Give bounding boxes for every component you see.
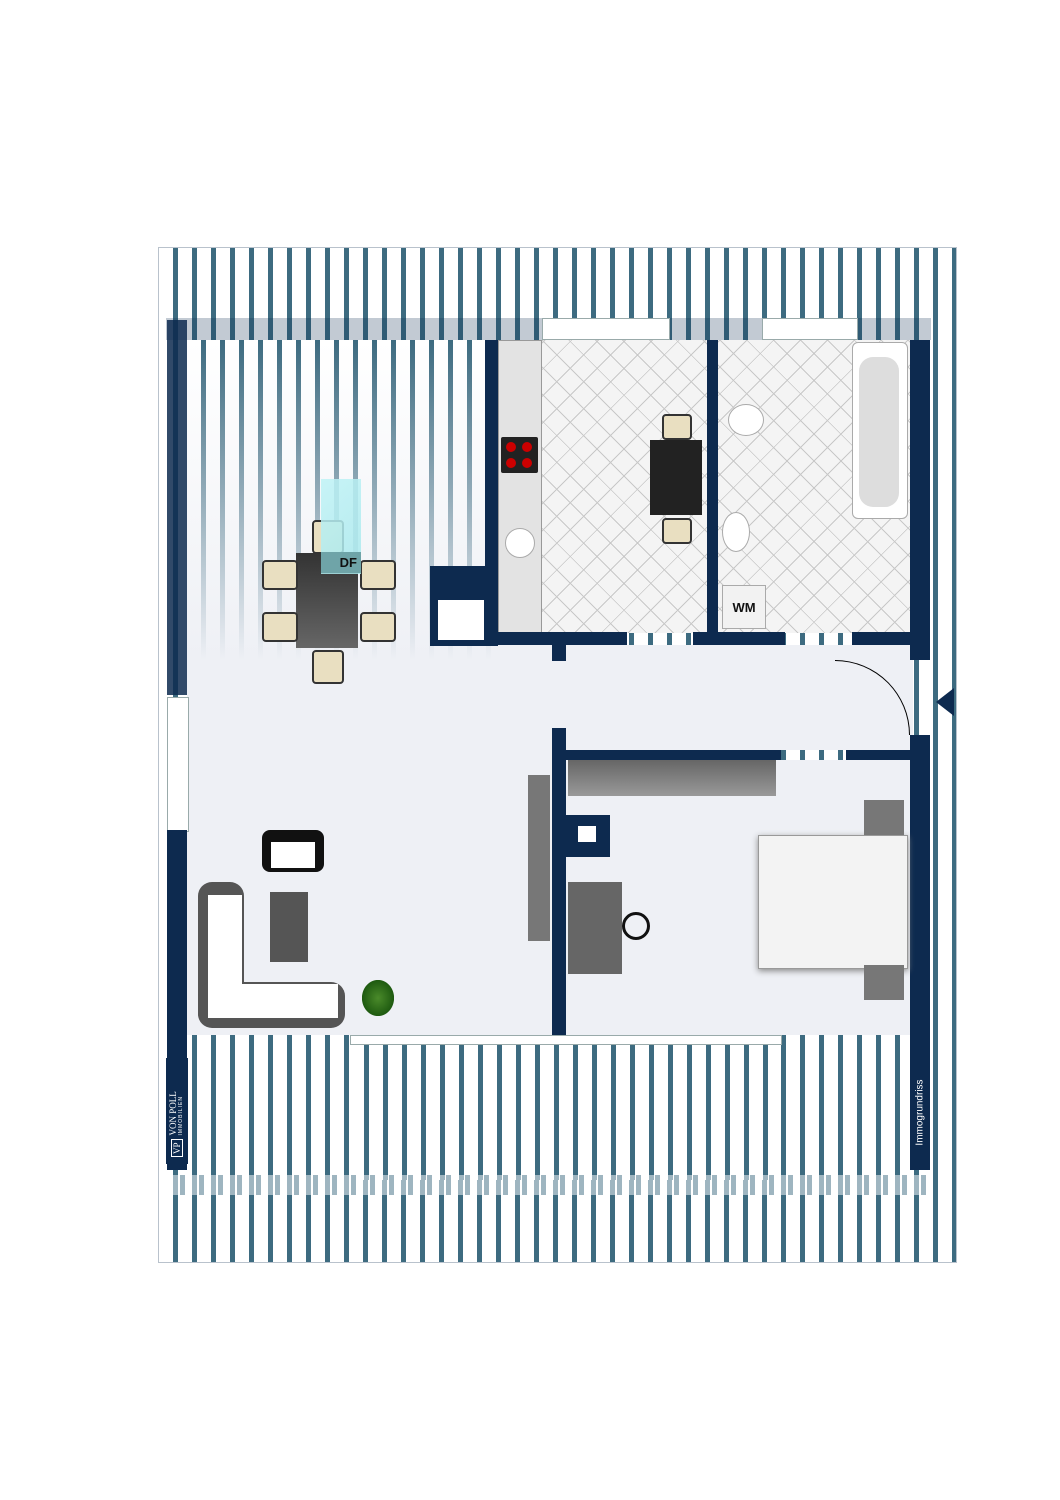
wall [693,632,785,645]
washbasin [722,512,750,552]
nightstand [864,800,904,835]
oven [438,600,484,640]
window-bathroom [762,318,858,340]
washing-machine: WM [722,585,766,629]
chair [312,650,344,684]
window-living-left [167,697,189,832]
chair [662,518,692,544]
chair [262,612,298,642]
desk-chair [622,912,650,940]
wall [167,320,187,695]
wall [910,735,930,1170]
desk [568,882,622,974]
wall [485,632,627,645]
entrance-arrow-icon [936,688,954,716]
wall [910,340,930,660]
toilet [728,404,764,436]
tv-unit [528,775,550,941]
kitchen-counter [498,340,542,634]
skylight-label: DF [339,555,357,570]
window-balcony [350,1035,782,1045]
bed [758,835,908,969]
side-label-box: Immogrundriss [910,1062,930,1168]
kitchen-table [650,440,702,515]
armchair [262,830,324,872]
window-kitchen [542,318,670,340]
wall [566,750,781,760]
bottom-slope-band [166,1175,931,1195]
wall [707,340,718,645]
chair [662,414,692,440]
wall [552,728,566,1040]
wardrobe [568,760,776,796]
coffee-table [270,892,308,962]
wall [552,645,566,661]
chair [262,560,298,590]
bathtub [852,342,908,519]
balcony-slope [350,1040,780,1180]
kitchen-sink [505,528,535,558]
logo-monogram: VP [171,1139,183,1157]
side-label: Immogrundriss [914,1079,926,1146]
chair [360,612,396,642]
cooktop [501,437,538,473]
wall [846,750,910,760]
von-poll-logo: VP VON POLL IMMOBILIEN [166,1058,188,1164]
shaft [578,826,596,842]
sofa-cushions [208,984,338,1018]
plant-icon [362,980,394,1016]
logo-brand: VON POLL [168,1091,178,1136]
nightstand [864,965,904,1000]
skylight-label-box: DF [321,552,361,573]
washing-machine-label: WM [732,599,756,615]
logo-sub: IMMOBILIEN [178,1096,184,1136]
chair [360,560,396,590]
